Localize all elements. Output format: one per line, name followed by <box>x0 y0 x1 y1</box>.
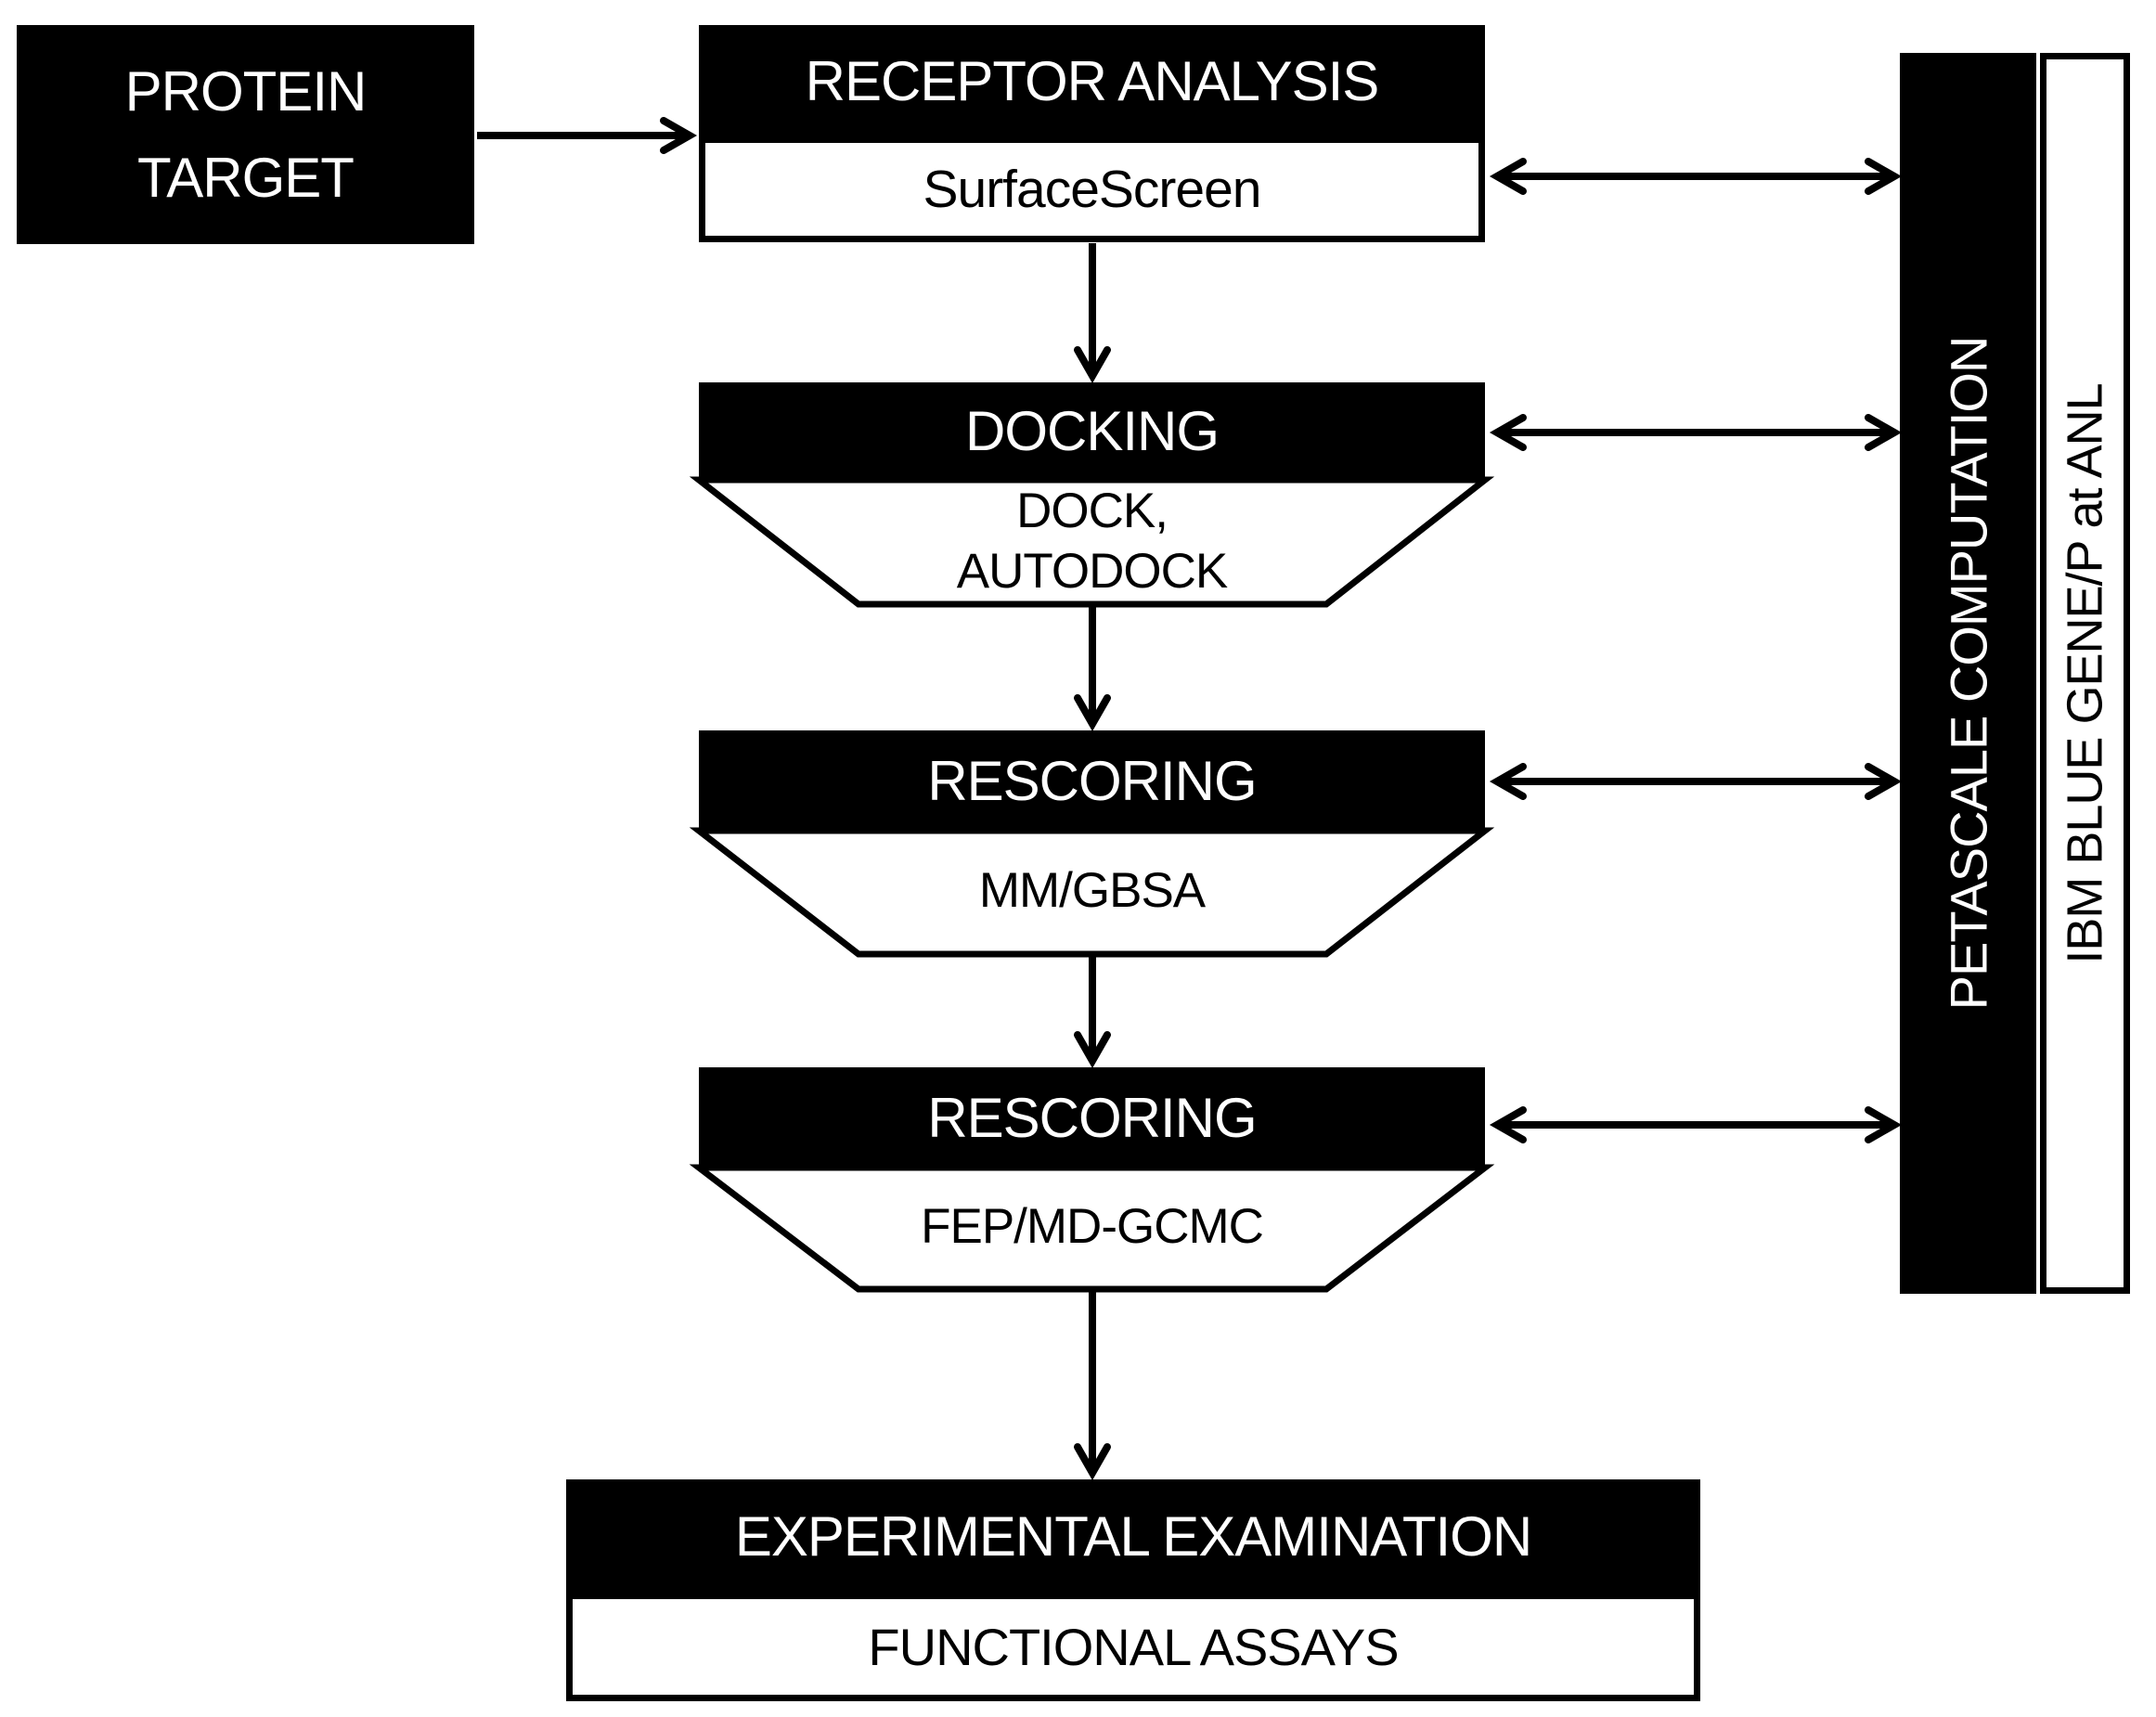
rescoring-md-title: RESCORING <box>927 750 1257 812</box>
rescoring-md-tool-label: MM/GBSA <box>699 835 1485 947</box>
petascale-computation-bar: PETASCALE COMPUTATION <box>1900 53 2036 1294</box>
protein-target-node: PROTEIN TARGET <box>17 25 474 244</box>
surfacescreen-box: SurfaceScreen <box>699 136 1485 242</box>
receptor-analysis-header: RECEPTOR ANALYSIS <box>699 25 1485 136</box>
ibm-blue-gene-label: IBM BLUE GENE/P at ANL <box>2057 382 2113 964</box>
docking-tool-label: DOCK, AUTODOCK <box>699 484 1485 600</box>
rescoring-fep-header: RESCORING <box>699 1067 1485 1168</box>
protein-target-label-line1: PROTEIN <box>124 60 368 123</box>
functional-assays-box: FUNCTIONAL ASSAYS <box>566 1593 1700 1701</box>
functional-assays-label: FUNCTIONAL ASSAYS <box>868 1618 1399 1676</box>
rescoring-md-header: RESCORING <box>699 730 1485 832</box>
docking-tool-line1: DOCK, <box>1016 484 1168 539</box>
experimental-title: EXPERIMENTAL EXAMINATION <box>734 1504 1532 1568</box>
protein-target-label-line2: TARGET <box>137 147 355 209</box>
docking-trapezoid <box>689 476 1495 608</box>
docking-tool-line2: AUTODOCK <box>956 544 1228 599</box>
experimental-header: EXPERIMENTAL EXAMINATION <box>566 1479 1700 1593</box>
ibm-blue-gene-bar: IBM BLUE GENE/P at ANL <box>2040 53 2130 1294</box>
rescoring-fep-tool-label: FEP/MD-GCMC <box>699 1171 1485 1283</box>
rescoring-fep-tool: FEP/MD-GCMC <box>921 1198 1264 1254</box>
receptor-analysis-title: RECEPTOR ANALYSIS <box>805 49 1380 112</box>
docking-header: DOCKING <box>699 382 1485 480</box>
rescoring-md-tool: MM/GBSA <box>978 862 1206 918</box>
rescoring-fep-title: RESCORING <box>927 1087 1257 1149</box>
petascale-computation-label: PETASCALE COMPUTATION <box>1939 336 1998 1011</box>
docking-title: DOCKING <box>964 400 1220 462</box>
surfacescreen-label: SurfaceScreen <box>923 160 1261 219</box>
